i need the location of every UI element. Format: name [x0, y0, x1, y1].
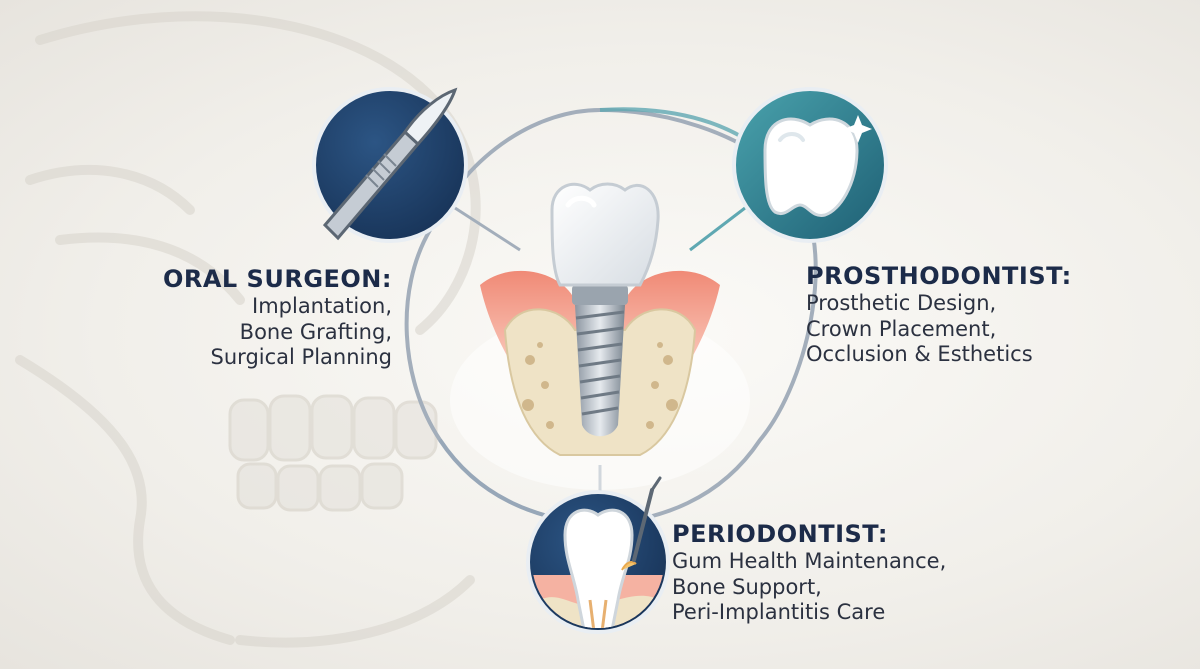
skull-background-icon: [15, 11, 481, 648]
periodontist-text: PERIODONTIST: Gum Health Maintenance, Bo…: [672, 520, 992, 626]
periodontist-line: Bone Support,: [672, 574, 822, 599]
prosthodontist-line: Prosthetic Design,: [806, 291, 997, 316]
prosthodontist-line: Crown Placement,: [806, 316, 997, 341]
tooth-crown-icon: [763, 115, 872, 217]
prosthodontist-text: PROSTHODONTIST: Prosthetic Design, Crown…: [806, 262, 1106, 368]
oral-surgeon-line: Implantation,: [252, 294, 392, 319]
tooth-gum-probe-icon: [532, 508, 664, 628]
dental-probe-icon: [632, 476, 662, 562]
periodontist-line: Gum Health Maintenance,: [672, 549, 947, 574]
scalpel-icon: [322, 87, 458, 241]
implant-screw: [575, 305, 625, 437]
periodontist-badge: [526, 476, 670, 634]
dental-implant-in-bone-icon: [450, 182, 750, 490]
oral-surgeon-title: ORAL SURGEON:: [162, 265, 392, 293]
prosthodontist-title: PROSTHODONTIST:: [806, 262, 1072, 290]
oral-surgeon-badge: [312, 87, 468, 243]
periodontist-title: PERIODONTIST:: [672, 520, 888, 548]
prosthodontist-line: Occlusion & Esthetics: [806, 342, 1033, 367]
periodontist-line: Peri-Implantitis Care: [672, 600, 886, 625]
oral-surgeon-text: ORAL SURGEON: Implantation, Bone Graftin…: [160, 265, 392, 371]
team-connection-ring: [404, 107, 818, 528]
oral-surgeon-line: Bone Grafting,: [239, 319, 392, 344]
prosthodontist-badge: [732, 87, 888, 243]
oral-surgeon-line: Surgical Planning: [210, 345, 392, 370]
